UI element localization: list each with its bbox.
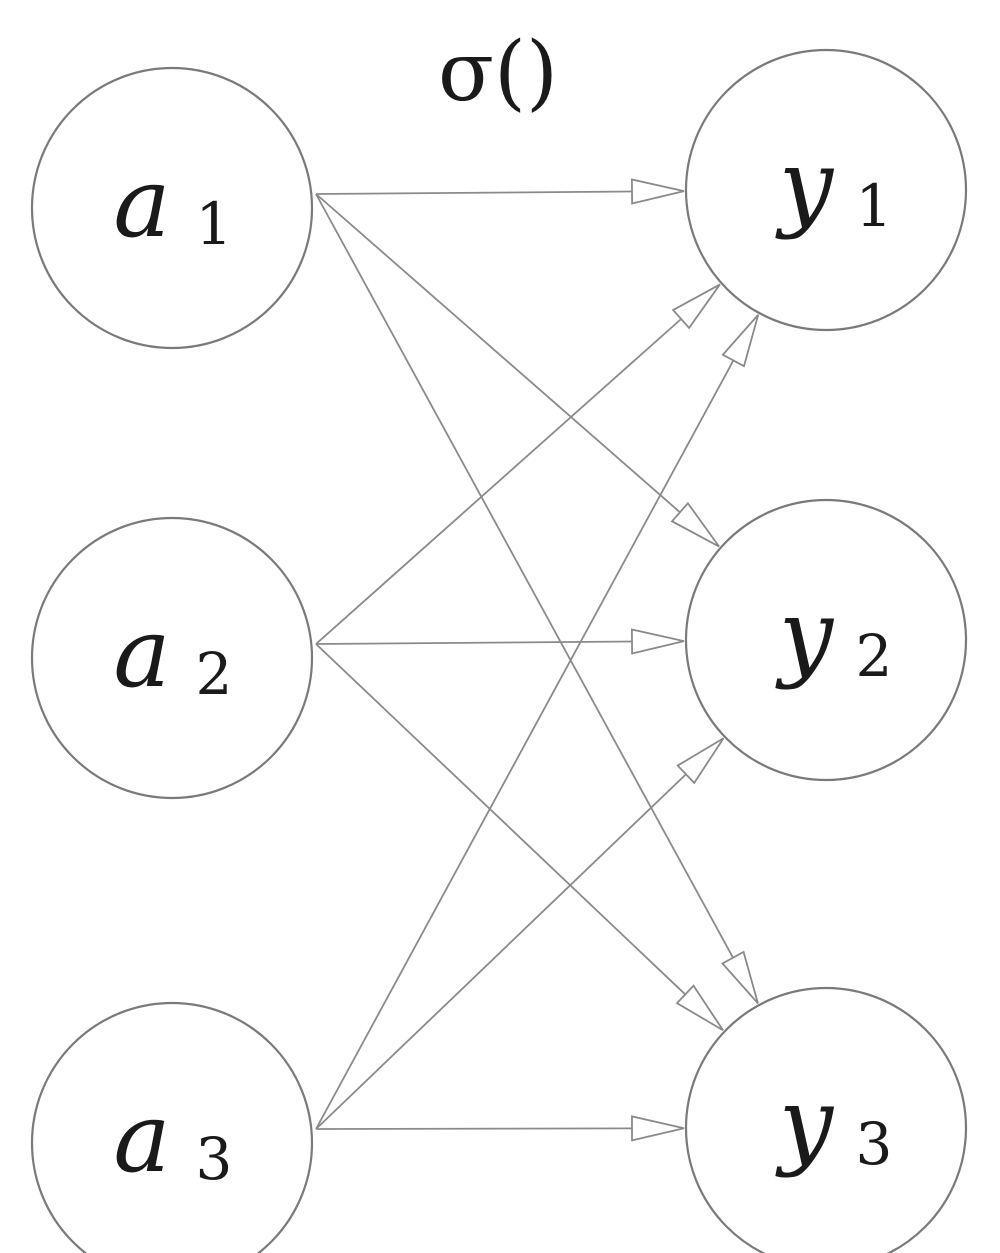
arrowhead-a2-y2 <box>631 628 685 655</box>
input-node-subscript: 2 <box>196 640 233 708</box>
output-node-letter: y <box>775 579 835 691</box>
input-node-letter: a <box>113 1082 170 1194</box>
output-node-circle <box>684 986 968 1253</box>
output-node-circle <box>684 48 968 332</box>
input-node-letter: a <box>113 597 170 709</box>
arrowhead-a1-y3 <box>721 950 759 1004</box>
input-node-letter: a <box>113 147 170 259</box>
arrowhead-a2-y1 <box>671 283 721 330</box>
input-node-circle <box>30 66 314 350</box>
output-node-subscript: 2 <box>856 622 893 690</box>
edge-layer <box>315 178 760 1142</box>
arrowhead-a3-y1 <box>721 314 760 368</box>
edge-a1-y3 <box>315 193 734 959</box>
output-node-letter: y <box>775 1067 835 1179</box>
edge-a3-y1 <box>315 360 735 1130</box>
edge-a2-y1 <box>315 318 682 645</box>
arrowhead-a3-y2 <box>676 737 725 785</box>
arrowhead-a1-y2 <box>670 501 720 548</box>
edge-a1-y2 <box>315 193 681 513</box>
edge-a3-y2 <box>315 773 687 1130</box>
input-node-circle <box>30 1001 314 1253</box>
input-node-subscript: 3 <box>196 1125 233 1193</box>
edge-a1-y1 <box>315 190 633 195</box>
edge-a2-y2 <box>315 640 633 645</box>
output-node-circle <box>684 498 968 782</box>
arrowhead-a2-y3 <box>675 984 724 1032</box>
arrowhead-a1-y1 <box>631 178 685 205</box>
output-node-subscript: 3 <box>856 1110 893 1178</box>
arrowhead-a3-y3 <box>631 1115 685 1142</box>
edge-a3-y3 <box>315 1127 633 1130</box>
edge-a2-y3 <box>315 643 686 996</box>
activation-function-label: σ() <box>438 25 558 120</box>
output-node-subscript: 1 <box>856 172 893 240</box>
output-node-letter: y <box>775 129 835 241</box>
input-node-subscript: 1 <box>196 190 233 258</box>
input-node-circle <box>30 516 314 800</box>
